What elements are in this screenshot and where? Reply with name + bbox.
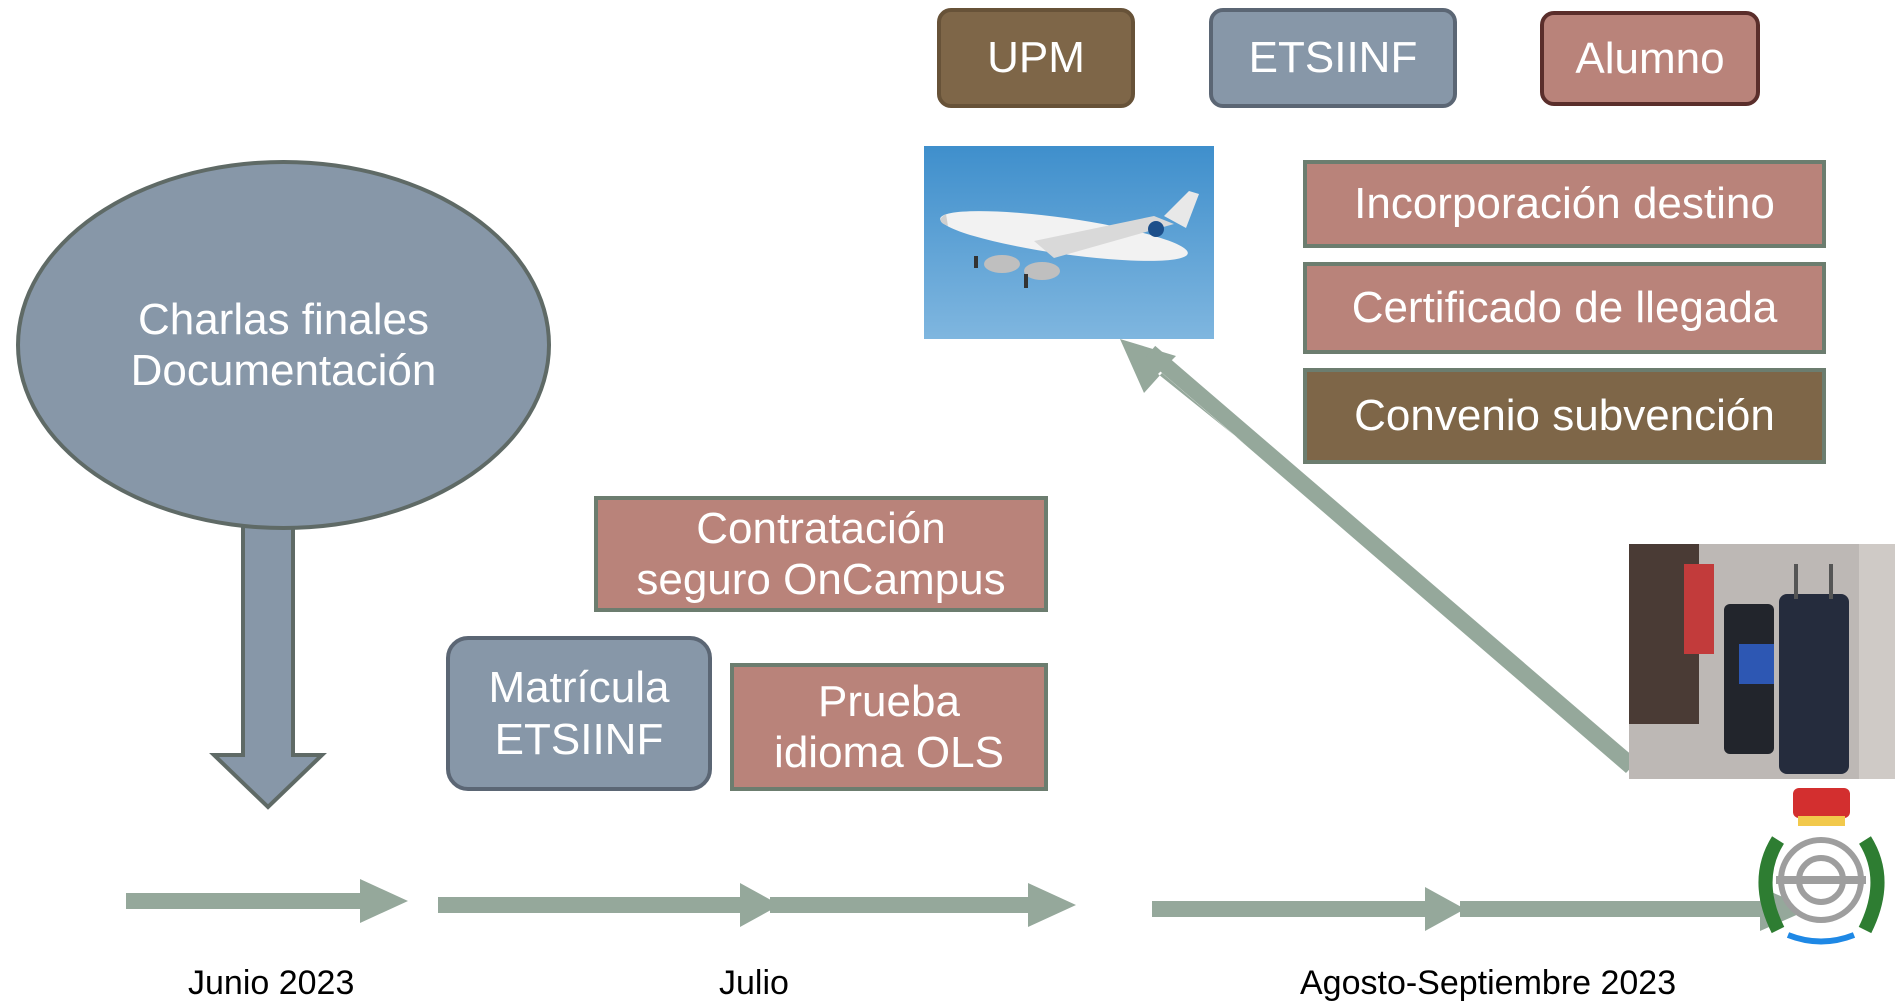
timeline-arrow-3 [770, 883, 1076, 927]
prueba-idioma-box: Prueba idioma OLS [730, 663, 1048, 791]
down-arrow [209, 520, 327, 810]
school-emblem [1748, 780, 1895, 950]
certificado-llegada-box: Certificado de llegada [1303, 262, 1826, 354]
timeline-arrow-2 [438, 883, 780, 927]
contratacion-seguro-box: Contratación seguro OnCampus [594, 496, 1048, 612]
timeline-arrow-1 [126, 879, 408, 923]
luggage-photo [1629, 544, 1895, 779]
timeline-label-julio: Julio [719, 964, 789, 1002]
convenio-subvencion-box: Convenio subvención [1303, 368, 1826, 464]
luggage-icon [1629, 544, 1895, 779]
legend-upm: UPM [937, 8, 1135, 108]
charlas-documentacion-ellipse: Charlas finales Documentación [16, 160, 551, 530]
timeline-arrow-4 [1152, 887, 1465, 931]
airplane-icon [940, 191, 1199, 288]
timeline-label-junio: Junio 2023 [188, 964, 355, 1002]
matricula-etsiinf-box: Matrícula ETSIINF [446, 636, 712, 791]
emblem-icon [1758, 788, 1885, 945]
legend-alumno: Alumno [1540, 11, 1760, 106]
timeline-label-agosto: Agosto-Septiembre 2023 [1300, 964, 1677, 1002]
airplane-photo [924, 146, 1214, 339]
incorporacion-destino-box: Incorporación destino [1303, 160, 1826, 248]
timeline-arrow-5 [1460, 887, 1810, 931]
legend-etsiinf: ETSIINF [1209, 8, 1457, 108]
